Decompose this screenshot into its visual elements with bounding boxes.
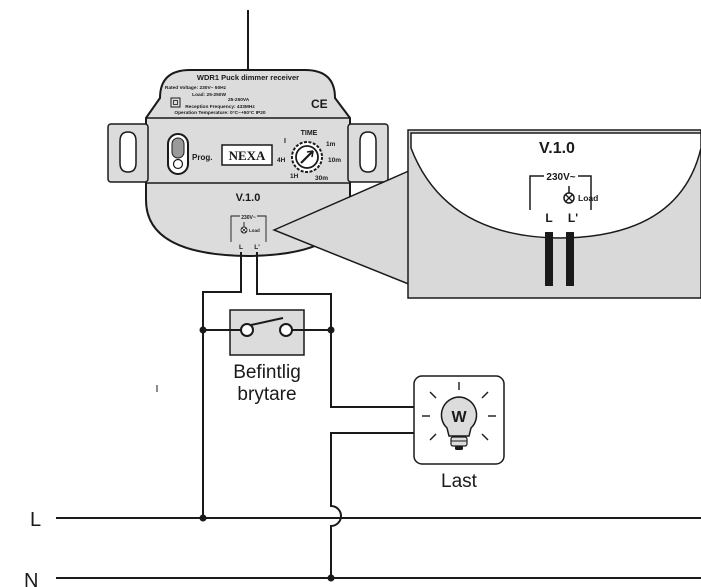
device-title: WDR1 Puck dimmer receiver bbox=[197, 73, 299, 82]
timer-1m: 1m bbox=[326, 141, 336, 148]
prog-button[interactable] bbox=[167, 133, 189, 175]
mounting-ear-right bbox=[347, 123, 389, 183]
brand-box bbox=[221, 144, 273, 166]
terminal-l: L bbox=[239, 244, 243, 251]
timer-1h: 1H bbox=[290, 173, 299, 180]
zoom-wire-lp bbox=[566, 232, 574, 286]
dimmer-receiver: WDR1 Puck dimmer receiver Rated Voltage:… bbox=[107, 69, 389, 258]
existing-switch bbox=[229, 309, 305, 356]
wiring bbox=[56, 252, 701, 579]
timer-30m: 30m bbox=[315, 175, 328, 182]
wire-neutral bbox=[330, 432, 420, 578]
zoom-voltage: 230V~ bbox=[546, 172, 575, 183]
junction-dot bbox=[199, 514, 207, 522]
junction-dot bbox=[327, 574, 335, 582]
device-version: V.1.0 bbox=[236, 192, 261, 204]
spec-temperature: Operation Temperature: 0°C~+50°C IP20 bbox=[174, 110, 266, 116]
wire-l-out bbox=[256, 252, 420, 408]
brand-logo: NEXA bbox=[229, 148, 266, 163]
square-symbol-icon bbox=[170, 97, 181, 108]
zoom-terminal-lp: L' bbox=[568, 211, 578, 225]
timer-title: TIME bbox=[301, 130, 318, 137]
wire-l-in bbox=[202, 252, 242, 516]
spec-load: Load: 25-250W bbox=[192, 92, 226, 98]
switch-label-line2: brytare bbox=[237, 384, 296, 405]
spec-load-va: 25-250VA bbox=[228, 97, 250, 103]
line-n-label: N bbox=[24, 570, 38, 587]
lamp-label: Last bbox=[441, 471, 478, 492]
switch-label-line1: Befintlig bbox=[233, 362, 301, 383]
zoom-version: V.1.0 bbox=[539, 140, 575, 157]
mounting-ear-left bbox=[107, 123, 149, 183]
zoom-wire-l bbox=[545, 232, 553, 286]
terminal-load: Load bbox=[249, 228, 260, 233]
lightbulb-icon: W bbox=[422, 382, 496, 450]
line-l-label: L bbox=[30, 509, 41, 531]
timer-10m: 10m bbox=[328, 157, 341, 164]
terminal-diagram-small: 230V~ Load L L' bbox=[230, 215, 267, 251]
timer-mark-on: I bbox=[284, 138, 286, 145]
zoom-lamp-icon bbox=[563, 192, 575, 204]
spec-frequency: Reception Frequency: 433MHz bbox=[185, 104, 255, 110]
ce-mark: CE bbox=[311, 97, 328, 111]
terminal-voltage: 230V~ bbox=[241, 215, 256, 221]
zoom-callout: V.1.0 230V~ Load L L' bbox=[407, 129, 701, 299]
zoom-load: Load bbox=[578, 193, 598, 203]
terminal-lp: L' bbox=[254, 244, 260, 251]
lamp-symbol: W bbox=[451, 409, 467, 426]
spec-voltage: Rated Voltage: 230V~ 50Hz bbox=[165, 85, 227, 91]
junction-dot bbox=[199, 326, 207, 334]
timer-dial[interactable] bbox=[291, 141, 323, 173]
timer-4h: 4H bbox=[277, 157, 286, 164]
junction-dot bbox=[327, 326, 335, 334]
lamp: W bbox=[413, 375, 505, 465]
zoom-terminal-l: L bbox=[545, 211, 552, 225]
prog-label: Prog. bbox=[192, 153, 212, 162]
